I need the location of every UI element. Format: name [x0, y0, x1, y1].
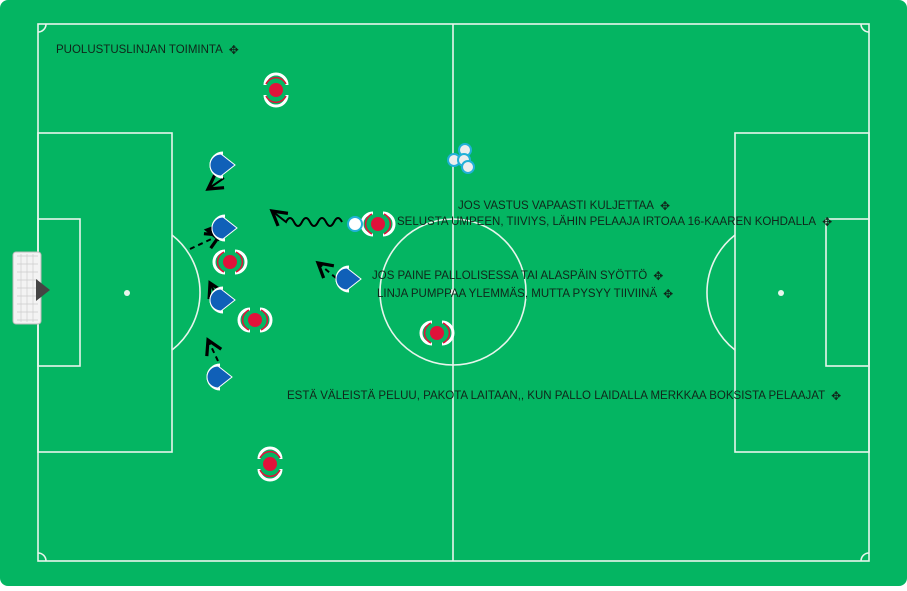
- arrow[interactable]: [315, 260, 337, 279]
- move-icon[interactable]: ✥: [822, 215, 833, 229]
- move-icon[interactable]: ✥: [659, 199, 671, 213]
- label-text: ESTÄ VÄLEISTÄ PELUU, PAKOTA LAITAAN,, KU…: [287, 390, 826, 402]
- home-player[interactable]: [208, 286, 237, 314]
- label-title[interactable]: PUOLUSTUSLINJAN TOIMINTA ✥: [56, 43, 239, 57]
- label-text: SELUSTA UMPEEN, TIIVIYS, LÄHIN PELAAJA I…: [397, 216, 817, 228]
- label-line-pump[interactable]: LINJA PUMPPAA YLEMMÄS, MUTTA PYSYY TIIVI…: [377, 287, 673, 301]
- away-player[interactable]: [360, 211, 396, 237]
- goal[interactable]: [12, 251, 50, 325]
- away-player[interactable]: [212, 249, 248, 275]
- away-player[interactable]: [257, 446, 283, 482]
- label-free-dribble[interactable]: JOS VASTUS VAPAASTI KULJETTAA ✥: [458, 199, 670, 213]
- home-player[interactable]: [210, 214, 239, 242]
- label-cover-behind[interactable]: SELUSTA UMPEEN, TIIVIYS, LÄHIN PELAAJA I…: [397, 215, 832, 229]
- label-text: LINJA PUMPPAA YLEMMÄS, MUTTA PYSYY TIIVI…: [377, 288, 658, 300]
- move-icon[interactable]: ✥: [663, 287, 674, 301]
- away-player[interactable]: [419, 320, 455, 346]
- home-player[interactable]: [208, 151, 237, 179]
- label-pressure[interactable]: JOS PAINE PALLOLISESSA TAI ALASPÄIN SYÖT…: [372, 269, 663, 283]
- away-player[interactable]: [263, 72, 289, 108]
- ball-cluster[interactable]: [447, 143, 475, 174]
- move-icon[interactable]: ✥: [228, 43, 239, 57]
- ball[interactable]: [347, 216, 363, 232]
- arrow[interactable]: [205, 337, 223, 362]
- dribble-arrow[interactable]: [269, 209, 343, 227]
- away-player[interactable]: [237, 307, 273, 333]
- label-text: JOS PAINE PALLOLISESSA TAI ALASPÄIN SYÖT…: [372, 270, 648, 282]
- label-block-gaps[interactable]: ESTÄ VÄLEISTÄ PELUU, PAKOTA LAITAAN,, KU…: [287, 389, 841, 403]
- label-text: JOS VASTUS VAPAASTI KULJETTAA: [458, 200, 654, 212]
- home-player[interactable]: [205, 363, 234, 391]
- movement-arrows: [189, 173, 343, 362]
- home-players: [205, 151, 363, 391]
- move-icon[interactable]: ✥: [831, 389, 842, 403]
- home-player[interactable]: [334, 265, 363, 293]
- label-text: PUOLUSTUSLINJAN TOIMINTA: [56, 44, 223, 56]
- arrow[interactable]: [205, 173, 225, 191]
- move-icon[interactable]: ✥: [653, 269, 664, 283]
